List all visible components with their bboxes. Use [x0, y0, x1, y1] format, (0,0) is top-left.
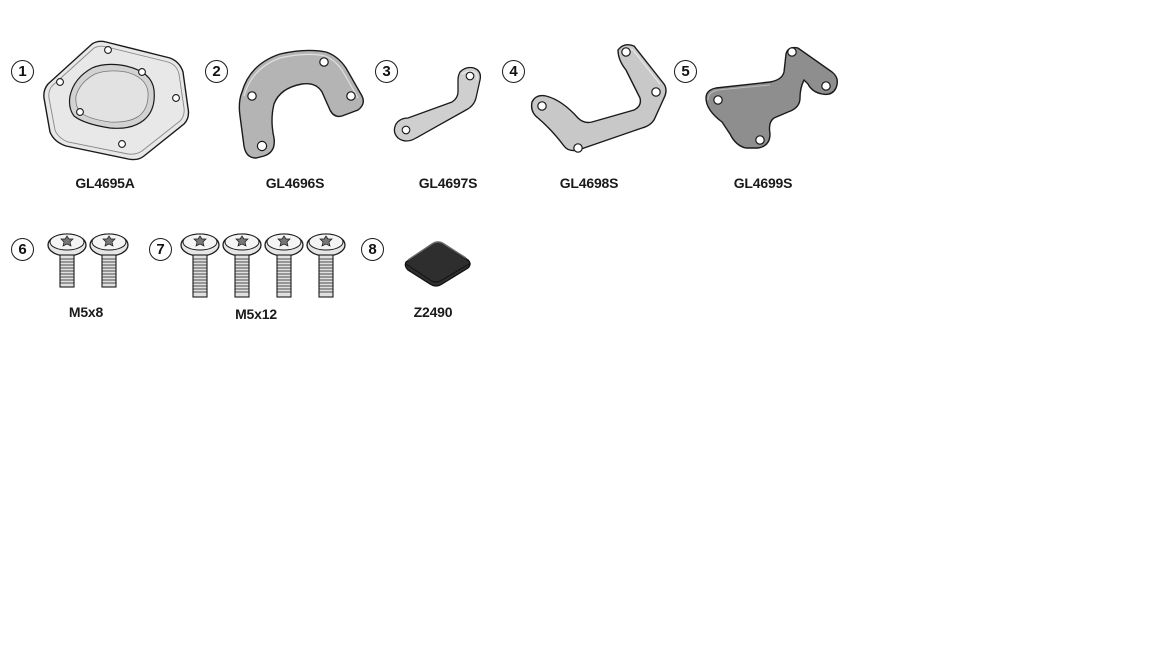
- part-2-u-bracket: [238, 49, 365, 159]
- part-7-screws: [180, 233, 346, 298]
- part-7-code: M5x12: [235, 306, 277, 322]
- part-6-code: M5x8: [68, 304, 104, 320]
- part-4-support-bracket: [530, 43, 667, 153]
- callout-6: 6: [11, 238, 34, 261]
- callout-1: 1: [11, 60, 34, 83]
- part-6-screws: [47, 233, 129, 288]
- part-4-code: GL4698S: [559, 175, 619, 191]
- callout-3: 3: [375, 60, 398, 83]
- callout-4: 4: [502, 60, 525, 83]
- part-5-code: GL4699S: [733, 175, 793, 191]
- callout-8: 8: [361, 238, 384, 261]
- part-1-code: GL4695A: [75, 175, 135, 191]
- callout-7: 7: [149, 238, 172, 261]
- callout-5: 5: [674, 60, 697, 83]
- part-5-mount-plate: [705, 46, 839, 149]
- part-8-code: Z2490: [413, 304, 453, 320]
- part-8-rubber-pad: [404, 241, 471, 287]
- part-3-code: GL4697S: [418, 175, 478, 191]
- part-3-link-bar: [393, 66, 482, 142]
- part-2-code: GL4696S: [265, 175, 325, 191]
- part-1-base-plate: [43, 40, 190, 161]
- callout-2: 2: [205, 60, 228, 83]
